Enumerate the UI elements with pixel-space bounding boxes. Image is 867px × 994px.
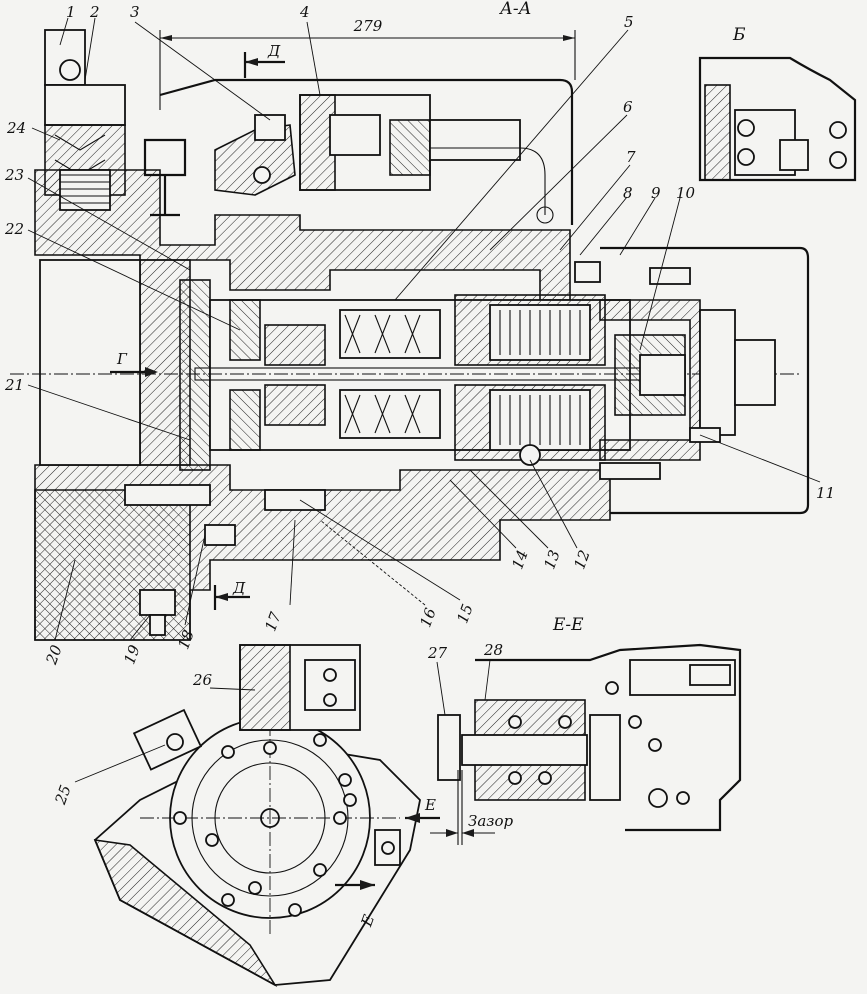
- lower-view: Е Е: [93, 644, 440, 988]
- section-title-ee: Е-Е: [552, 615, 584, 635]
- view-title-b: Б: [732, 25, 746, 45]
- callout-11: 11: [816, 484, 835, 502]
- callout-9: 9: [651, 184, 661, 202]
- main-section-aa: 279 А-А Д Д Г: [10, 0, 810, 641]
- section-title-aa: А-А: [499, 0, 532, 19]
- callout-15: 15: [453, 602, 476, 626]
- callout-14: 14: [508, 548, 531, 572]
- callout-26: 26: [192, 671, 213, 689]
- callout-5: 5: [624, 13, 634, 31]
- gap-label: Зазор: [468, 812, 514, 830]
- callout-6: 6: [623, 98, 633, 116]
- callout-7: 7: [626, 148, 636, 166]
- cut-mark-d-top: Д: [267, 42, 281, 60]
- bearing-set: [339, 309, 441, 439]
- callout-21: 21: [4, 376, 24, 394]
- callouts: 1 2 3 4 5 6 7 8 9 10 11 12 13 14 15 16 1…: [4, 3, 835, 808]
- callout-19: 19: [120, 642, 144, 667]
- cut-mark-e-bottom: Е: [357, 912, 378, 929]
- callout-8: 8: [623, 184, 633, 202]
- dimension-279: 279: [353, 17, 383, 35]
- callout-23: 23: [4, 166, 24, 184]
- callout-13: 13: [540, 548, 563, 572]
- callout-2: 2: [89, 3, 100, 21]
- callout-18: 18: [174, 628, 197, 652]
- callout-24: 24: [6, 119, 26, 137]
- callout-16: 16: [416, 605, 440, 630]
- callout-25: 25: [51, 783, 75, 808]
- callout-17: 17: [261, 609, 285, 634]
- callout-10: 10: [676, 184, 696, 202]
- cut-mark-d-bottom: Д: [232, 579, 246, 597]
- callout-4: 4: [299, 3, 310, 21]
- callout-22: 22: [4, 220, 24, 238]
- view-arrow-g: Г: [116, 350, 128, 368]
- callout-20: 20: [42, 642, 66, 667]
- view-b: Б: [698, 25, 857, 182]
- callout-12: 12: [570, 548, 593, 572]
- callout-27: 27: [427, 644, 448, 662]
- cut-mark-e-top: Е: [424, 796, 436, 814]
- callout-28: 28: [483, 641, 503, 659]
- section-ee: Е-Е Зазор: [430, 615, 742, 845]
- callout-1: 1: [66, 3, 76, 21]
- flange-holes: [173, 733, 357, 917]
- callout-3: 3: [130, 3, 140, 21]
